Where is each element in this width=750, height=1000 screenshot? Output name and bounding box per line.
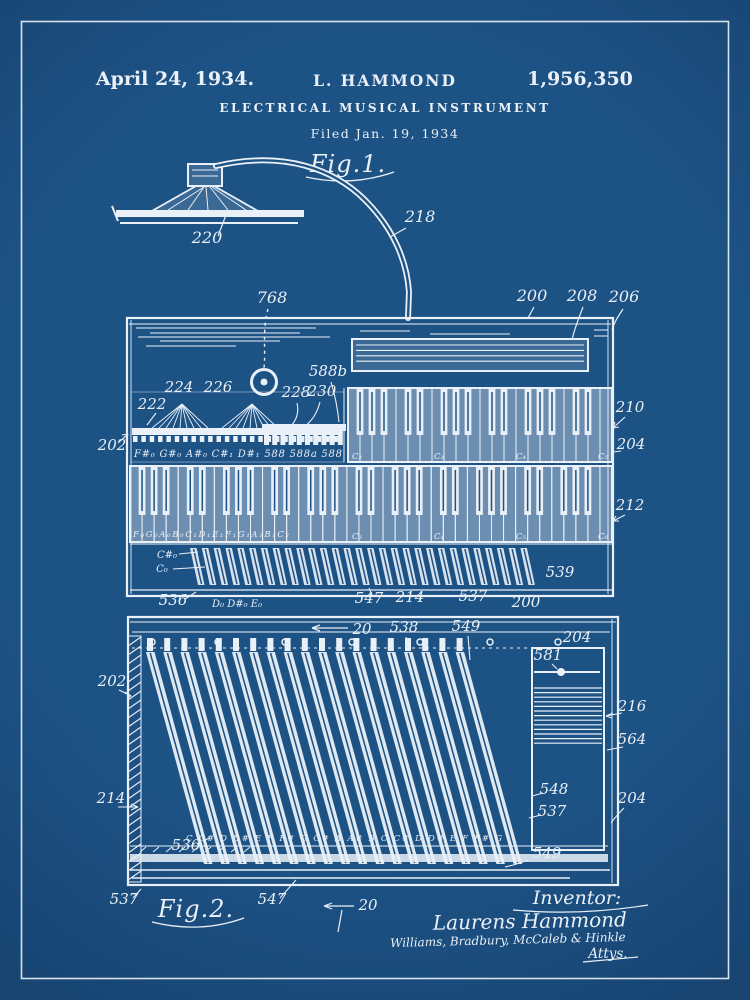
ref-label-fig2-20b: 20 [357,896,378,914]
ref-label-588b: 588b [309,362,347,380]
ref-label-547: 547 [355,589,384,607]
lower-c-mark: C₃ [352,532,363,542]
ref-label-fig2-204-top: 204 [562,628,592,646]
ref-label-knob-768: 768 [257,288,288,307]
ref-label-right-204: 204 [616,435,646,453]
figure-1: Fig.1. 220 218 [97,150,646,611]
inventor-surname: L. HAMMOND [313,71,457,90]
ref-label-536: 536 [159,591,188,609]
contact-rail-assembly: 222 224 226 228 230 588b F#₀ G#₀ A#₀ C#₁… [130,362,347,463]
ref-label-230: 230 [307,382,337,400]
lower-c-mark: C₆ [598,532,609,542]
hatched-wall [127,635,142,883]
sharp-note-row: F#₀ G#₀ A#₀ C#₁ D#₁ 588 588a 588 [133,449,342,460]
fig2-caption: Fig.2. [157,895,234,923]
attys-label: Attys. [586,946,627,962]
patent-number: 1,956,350 [527,68,633,90]
ref-label-222: 222 [137,395,167,413]
ref-label-top-206: 206 [608,287,640,306]
upper-keyboard [347,387,613,463]
ref-label-fig2-537b: 537 [110,890,139,908]
ref-label-fig2-537r: 537 [538,802,567,820]
console-shading-lines [136,327,608,347]
ref-label-538: 538 [390,618,419,636]
right-compartment [531,647,605,851]
drawbar-slat-section [190,548,535,585]
patent-title: ELECTRICAL MUSICAL INSTRUMENT [219,101,550,115]
lower-keyboard [129,465,613,543]
ref-label-fig2-214: 214 [96,789,126,807]
upper-c-mark: C₅ [598,452,609,462]
upper-c-mark: C₃ [434,452,445,462]
speaker-drawing: 220 [111,163,304,247]
figure-2: 20 538 549 204 581 202 214 536 C C# D D#… [96,615,647,933]
ref-label-fig2-547: 547 [258,890,287,908]
control-knob [250,368,278,396]
signature-block: Inventor: Laurens Hammond Williams, Brad… [390,887,649,963]
pedal-note-row: D₀ D#₀ E₀ [211,599,262,610]
inventor-label: Inventor: [532,887,622,909]
attorneys-signature: Williams, Bradbury, McCaleb & Hinkle [390,930,626,950]
ref-label-fig2-top-20: 20 [351,620,372,638]
ref-label-top-208: 208 [566,286,598,305]
ref-label-548: 548 [540,780,569,798]
ref-label-fig2-536: 536 [172,836,201,854]
lower-c-mark: C₄ [434,532,445,542]
ref-label-537: 537 [459,587,488,605]
fig1-caption-flourish [305,171,395,182]
ref-label-228: 228 [281,383,311,401]
ref-label-fig2-204r: 204 [617,789,647,807]
ref-label-564: 564 [618,730,647,748]
reed-bar-array [146,638,523,864]
ref-label-c0: C₀ [156,564,168,575]
ref-label-top-200: 200 [516,286,548,305]
patent-date: April 24, 1934. [95,68,254,90]
ref-label-214: 214 [395,588,425,606]
ref-label-224: 224 [164,378,194,396]
ref-label-csharp0: C#₀ [157,550,177,561]
ref-label-226: 226 [203,378,233,396]
page-border-frame [20,20,730,980]
ref-label-cable-218: 218 [404,207,436,226]
upper-c-mark: C₂ [352,452,363,462]
ref-label-fig2-202: 202 [97,672,127,690]
speaker-cable: 218 [213,157,436,321]
fig2-caption-flourish [151,917,245,928]
header: April 24, 1934. L. HAMMOND 1,956,350 ELE… [95,68,633,141]
ref-label-left-202: 202 [97,436,127,454]
reed-note-row: C C# D D# E F F# G G# A A# B C C# D D# E… [186,834,502,844]
ref-label-speaker-220: 220 [191,228,223,247]
ref-label-right-210: 210 [615,398,645,416]
bottom-rails [130,845,610,879]
music-rack [351,338,589,372]
ref-label-581: 581 [534,646,563,664]
upper-c-mark: C₄ [516,452,527,462]
ref-label-200b: 200 [511,593,541,611]
lower-c-mark: C₅ [516,532,527,542]
organ-console: 768 200 208 206 222 224 226 228 23 [97,286,646,598]
inventor-signature: Laurens Hammond [432,907,627,934]
ref-label-right-212: 212 [615,496,645,514]
ref-label-216: 216 [617,697,647,715]
ref-label-539: 539 [546,563,575,581]
filed-date: Filed Jan. 19, 1934 [311,126,460,141]
ref-label-549: 549 [452,617,481,635]
